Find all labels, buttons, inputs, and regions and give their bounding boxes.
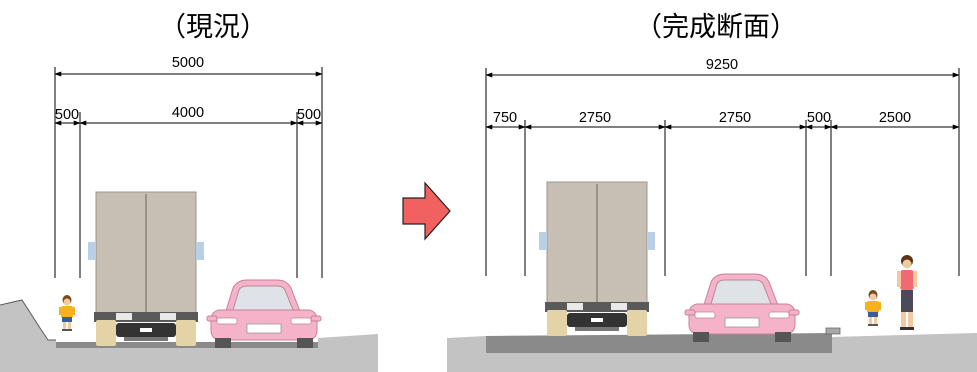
truck-icon — [87, 191, 205, 347]
car-icon — [684, 273, 800, 343]
truck-icon — [538, 181, 656, 337]
completed-segment-label-2: 2750 — [579, 110, 611, 126]
completed-segment-label-4: 500 — [807, 110, 831, 126]
child-pedestrian-icon — [865, 290, 881, 326]
current-section-panel: （現況） 5000 500 4000 500 — [0, 12, 378, 372]
current-segment-label-3: 500 — [297, 107, 321, 123]
current-total-width-label: 5000 — [172, 55, 204, 71]
current-section-title: （現況） — [159, 12, 267, 43]
completed-sidewalk-curb — [825, 327, 841, 335]
right-arrow-icon — [402, 181, 451, 241]
completed-section-panel: （完成断面） 9250 750 2750 2750 500 2500 — [447, 12, 977, 372]
current-ground — [0, 300, 378, 372]
current-segment-label-2: 4000 — [172, 105, 204, 121]
completed-section-title: （完成断面） — [635, 12, 797, 43]
current-ground-edge — [0, 299, 56, 341]
completed-segment-label-3: 2750 — [719, 110, 751, 126]
completed-pavement — [486, 333, 832, 353]
completed-segment-label-1: 750 — [493, 110, 517, 126]
completed-ground — [447, 333, 977, 372]
current-segment-label-1: 500 — [55, 107, 79, 123]
child-pedestrian-icon — [59, 295, 75, 331]
adult-pedestrian-icon — [897, 255, 917, 330]
completed-total-width-label: 9250 — [706, 57, 738, 73]
car-icon — [206, 279, 322, 349]
completed-segment-label-5: 2500 — [879, 110, 911, 126]
